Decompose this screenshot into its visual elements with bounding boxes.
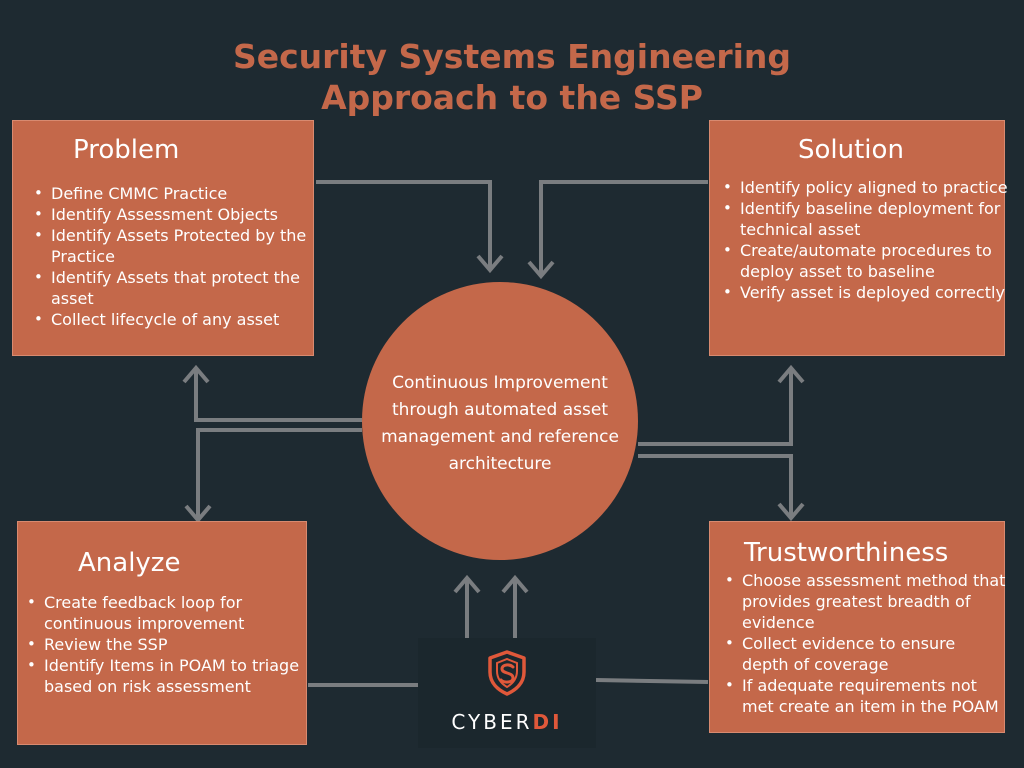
connector-trust-logo (595, 678, 709, 684)
trustworthiness-heading: Trustworthiness (744, 538, 949, 568)
list-item: Identify Assessment Objects (29, 204, 313, 225)
list-item: Identify baseline deployment for technic… (718, 198, 1008, 240)
problem-heading: Problem (73, 135, 180, 165)
arrow-center-to-problem (194, 368, 362, 422)
list-item: Identify Items in POAM to triage based o… (22, 655, 304, 697)
title-line-1: Security Systems Engineering (232, 37, 792, 76)
center-circle: Continuous Improvement through automated… (362, 282, 638, 560)
problem-box: Problem Define CMMC Practice Identify As… (12, 120, 314, 356)
problem-list: Define CMMC Practice Identify Assessment… (29, 183, 313, 330)
title-line-2: Approach to the SSP (321, 78, 703, 117)
logo-text-accent: DI (532, 710, 563, 734)
trustworthiness-box: Trustworthiness Choose assessment method… (709, 521, 1005, 733)
shield-icon (488, 650, 526, 696)
center-text: Continuous Improvement through automated… (381, 373, 619, 474)
solution-box: Solution Identify policy aligned to prac… (709, 120, 1008, 356)
solution-list: Identify policy aligned to practice Iden… (718, 177, 1008, 303)
logo: CYBERDI (418, 638, 596, 748)
trustworthiness-list: Choose assessment method that provides g… (720, 570, 1006, 717)
logo-text-main: CYBER (451, 710, 533, 734)
analyze-list: Create feedback loop for continuous impr… (22, 592, 304, 697)
list-item: Create feedback loop for continuous impr… (22, 592, 304, 634)
list-item: Collect lifecycle of any asset (29, 309, 313, 330)
list-item: Choose assessment method that provides g… (720, 570, 1006, 633)
solution-heading: Solution (798, 135, 904, 165)
arrow-problem-to-center (316, 180, 492, 270)
arrow-center-to-analyze (196, 428, 362, 520)
list-item: Identify Assets that protect the asset (29, 267, 313, 309)
list-item: If adequate requirements not met create … (720, 675, 1006, 717)
diagram-title: Security Systems Engineering Approach to… (0, 36, 1024, 118)
analyze-box: Analyze Create feedback loop for continu… (17, 521, 307, 745)
list-item: Create/automate procedures to deploy ass… (718, 240, 1008, 282)
list-item: Review the SSP (22, 634, 304, 655)
arrow-solution-to-center (539, 180, 708, 276)
arrow-center-to-trustworthiness (638, 454, 793, 518)
list-item: Verify asset is deployed correctly (718, 282, 1008, 303)
analyze-heading: Analyze (78, 548, 181, 578)
logo-text: CYBERDI (418, 710, 596, 734)
list-item: Define CMMC Practice (29, 183, 313, 204)
list-item: Identify policy aligned to practice (718, 177, 1008, 198)
list-item: Identify Assets Protected by the Practic… (29, 225, 313, 267)
arrow-center-to-solution (638, 368, 793, 446)
list-item: Collect evidence to ensure depth of cove… (720, 633, 1006, 675)
